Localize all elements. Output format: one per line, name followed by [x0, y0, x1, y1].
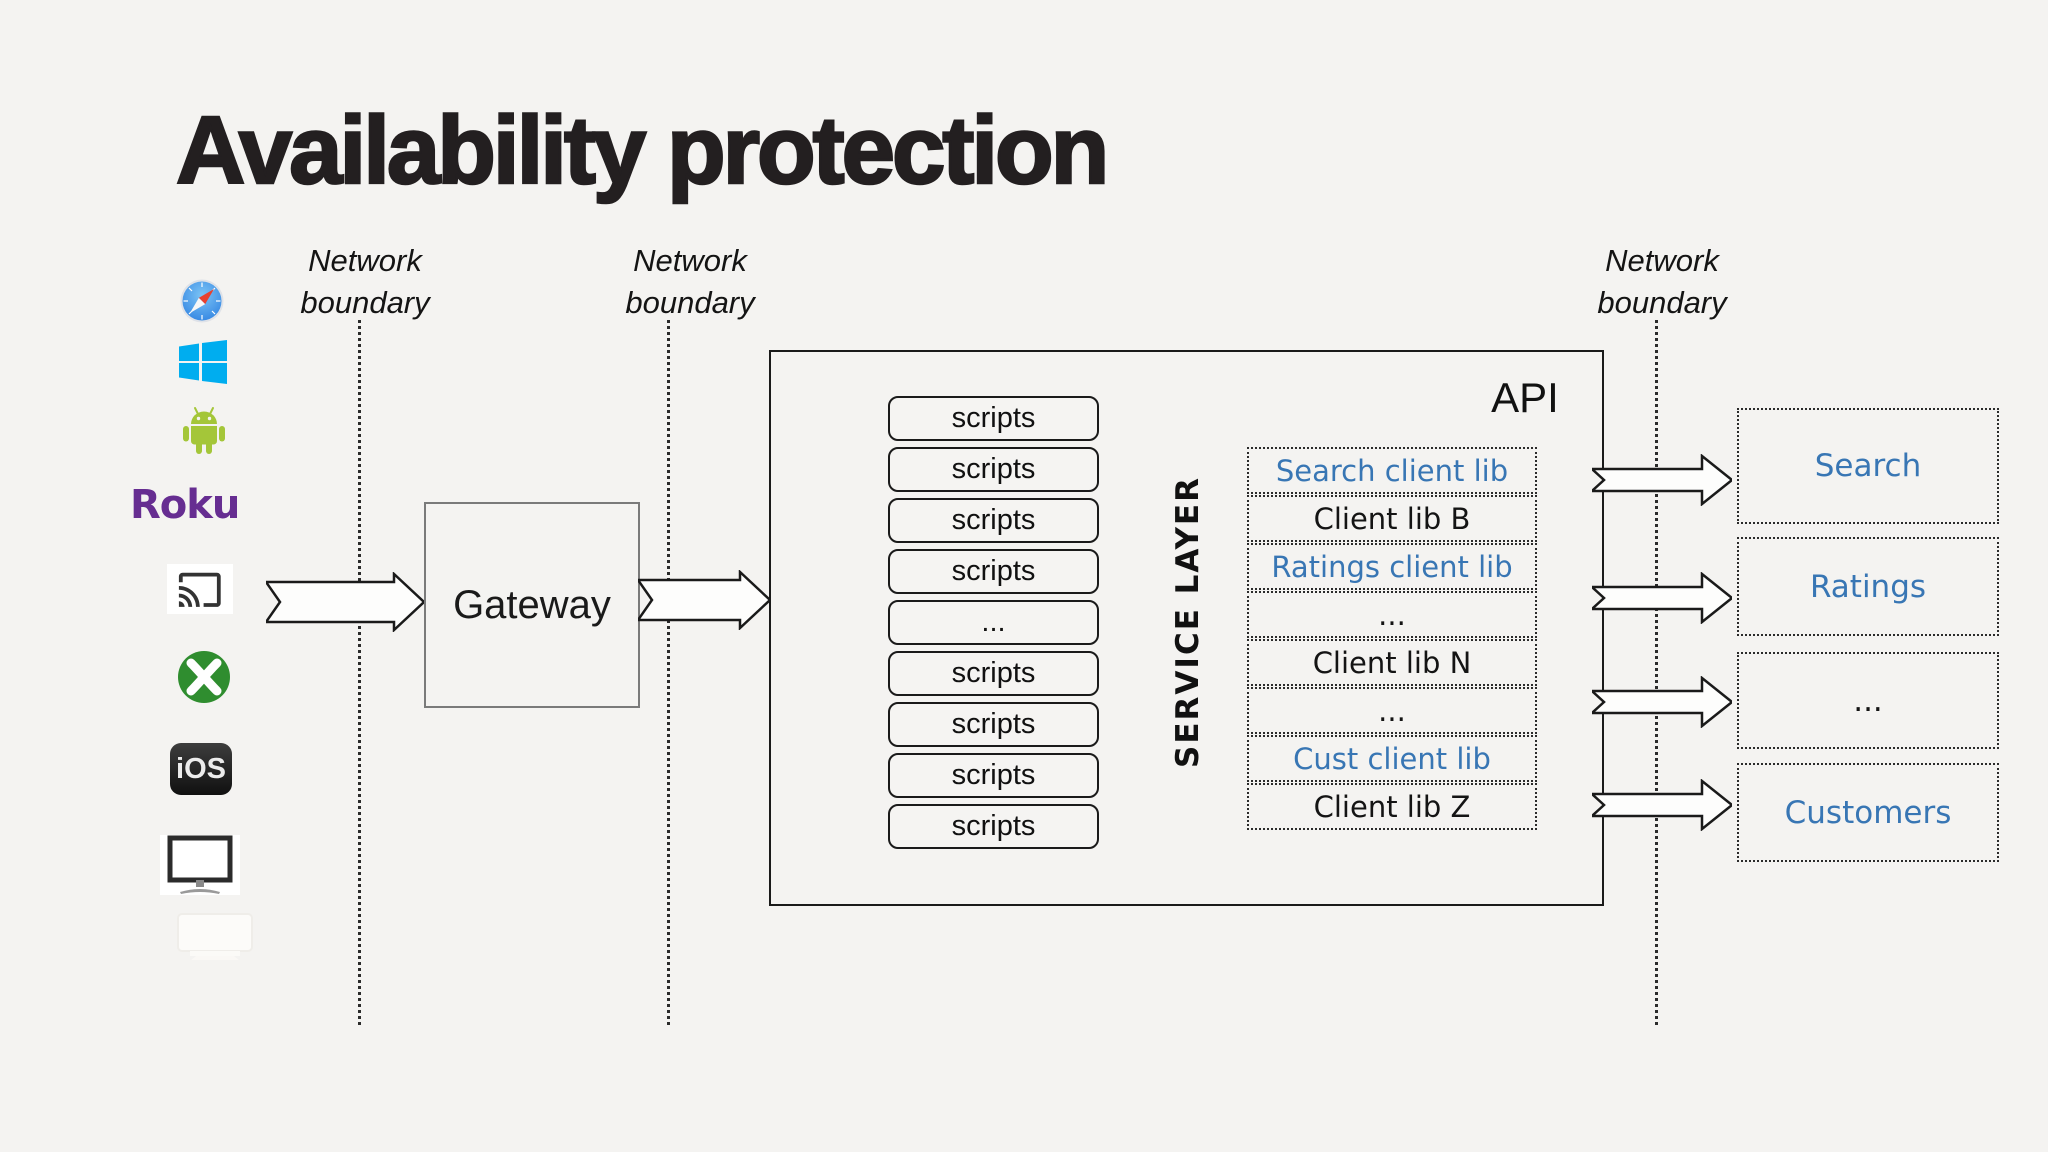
xbox-icon — [177, 650, 231, 704]
chromecast-icon — [167, 564, 233, 614]
script-node: scripts — [888, 447, 1099, 492]
client-lib-cust: Cust client lib — [1247, 735, 1537, 782]
script-node: scripts — [888, 804, 1099, 849]
network-boundary-label-3-line-1: Network — [1605, 243, 1719, 278]
service-other-ellipsis: ... — [1737, 652, 1999, 749]
gateway-node: Gateway — [424, 502, 640, 708]
arrow-api-to-other — [1592, 676, 1732, 728]
network-boundary-label-3-line-2: boundary — [1597, 285, 1727, 320]
arrow-gateway-to-api — [638, 570, 770, 630]
network-boundary-label-2-line-2: boundary — [625, 285, 755, 320]
desktop-monitor-icon — [160, 835, 240, 895]
service-customers: Customers — [1737, 763, 1999, 862]
client-lib-ellipsis: ... — [1247, 591, 1537, 638]
script-node: scripts — [888, 549, 1099, 594]
arrow-api-to-search — [1592, 454, 1732, 506]
gateway-label: Gateway — [453, 582, 611, 627]
script-node: scripts — [888, 396, 1099, 441]
network-boundary-label-1-line-2: boundary — [300, 285, 430, 320]
network-boundary-label-1-line-1: Network — [308, 243, 422, 278]
arrow-devices-to-gateway — [266, 572, 424, 632]
client-lib-b: Client lib B — [1247, 495, 1537, 542]
client-lib-z: Client lib Z — [1247, 783, 1537, 830]
script-node-ellipsis: ... — [888, 600, 1099, 645]
network-boundary-label-1: Network boundary — [235, 240, 495, 324]
arrow-api-to-customers — [1592, 779, 1732, 831]
smart-tv-icon — [176, 913, 254, 961]
client-lib-search: Search client lib — [1247, 447, 1537, 494]
script-node: scripts — [888, 753, 1099, 798]
service-layer-label: SERVICE LAYER — [1170, 476, 1206, 768]
windows-icon — [179, 340, 227, 384]
ios-icon: iOS — [170, 743, 232, 795]
network-boundary-line-3 — [1655, 320, 1658, 1025]
page-title: Availability protection — [175, 96, 1111, 206]
client-lib-ratings: Ratings client lib — [1247, 543, 1537, 590]
network-boundary-label-2-line-1: Network — [633, 243, 747, 278]
service-search: Search — [1737, 408, 1999, 524]
ios-icon-label: iOS — [176, 752, 226, 785]
android-icon — [181, 404, 227, 456]
roku-logo: Roku — [130, 482, 240, 528]
network-boundary-line-1 — [358, 320, 361, 1025]
arrow-api-to-ratings — [1592, 572, 1732, 624]
client-lib-ellipsis: ... — [1247, 687, 1537, 734]
script-node: scripts — [888, 651, 1099, 696]
client-lib-n: Client lib N — [1247, 639, 1537, 686]
safari-icon — [180, 279, 224, 323]
script-node: scripts — [888, 498, 1099, 543]
service-ratings: Ratings — [1737, 537, 1999, 636]
network-boundary-label-3: Network boundary — [1532, 240, 1792, 324]
api-label: API — [1491, 374, 1559, 421]
network-boundary-label-2: Network boundary — [560, 240, 820, 324]
network-boundary-line-2 — [667, 320, 670, 1025]
script-node: scripts — [888, 702, 1099, 747]
